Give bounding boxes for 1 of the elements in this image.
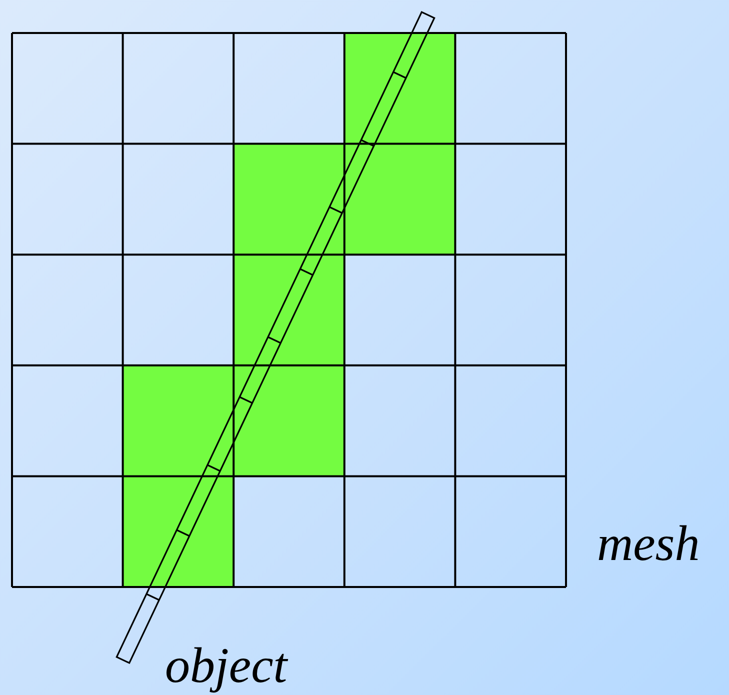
- label: mesh: [597, 518, 700, 568]
